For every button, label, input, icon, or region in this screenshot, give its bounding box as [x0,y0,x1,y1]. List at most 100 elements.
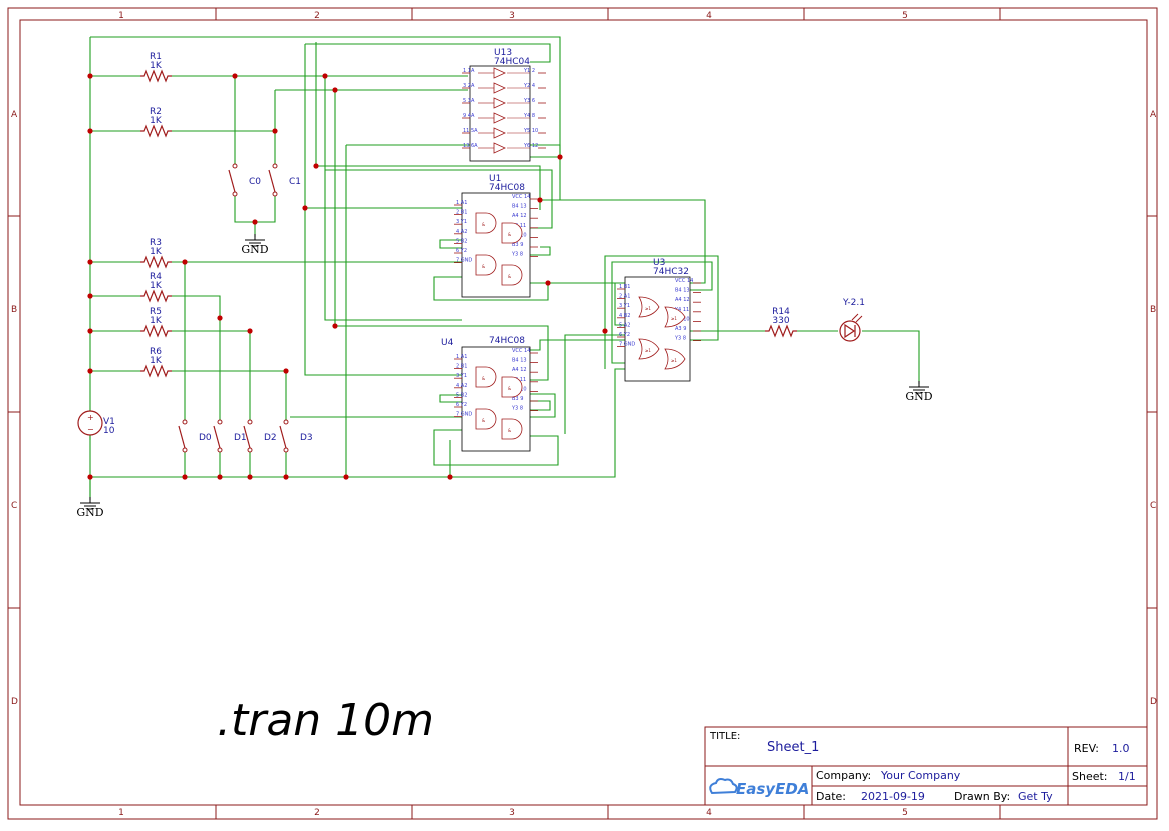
ic-pin-label: 2 A1 [619,294,630,300]
company-label: Company: [816,769,871,782]
gate-symbol: & [482,222,485,227]
easyeda-logo-text: EasyEDA [736,780,809,798]
switch-lever [268,169,276,193]
switch-contact [272,191,278,197]
switch-d2[interactable]: D2 [243,419,277,453]
frame-row-label-left: A [11,110,18,120]
title-label: TITLE: [709,731,740,742]
switch-label: C0 [249,177,261,187]
source-ref: V1 [103,417,115,427]
u4-ref: U4 [441,338,454,348]
switch-contact [283,419,289,425]
ic-pin-label: 7 GND [456,412,472,418]
ground-label: GND [76,506,103,519]
resistor-zigzag [140,289,172,303]
spice-directive[interactable]: .tran 10m [217,695,434,746]
ic-pin-label: 4 B2 [619,313,630,319]
resistor-value: 1K [150,281,163,291]
ic-pin-label: 1 1A [463,68,475,74]
junction-dot [87,474,93,480]
switch-d0[interactable]: D0 [178,419,212,453]
company-value: Your Company [880,769,961,782]
ground-symbol: GND [905,381,933,403]
or-gate-icon [664,306,686,328]
ic-pin-label: VCC 14 [675,278,693,284]
switch-lever [279,425,287,449]
ic-u3-74hc32[interactable]: U3 74HC32 1 B12 A13 Y14 B25 A26 Y27 GNDV… [617,258,701,382]
frame-col-label-top: 1 [118,11,124,21]
gate-symbol: & [482,418,485,423]
switch-label: D3 [300,433,313,443]
sheet-value: 1/1 [1118,770,1136,783]
ic-pin-label: VCC 14 [512,348,530,354]
switch-d3[interactable]: D3 [279,419,313,453]
date-label: Date: [816,790,846,803]
ic-pin-label: B4 13 [512,204,527,210]
led-light-icon [851,313,863,323]
ic-pin-label: 13 6A [463,143,478,149]
switch-label: C1 [289,177,301,187]
switch-contact [217,419,223,425]
u1-ref: U1 [489,174,501,184]
junction-dot [247,328,253,334]
frame-col-label-top: 5 [902,11,908,21]
ic-pin-label: 2 B1 [456,364,467,370]
ic-pin-label: A4 12 [675,297,690,303]
switch-lever [213,425,221,449]
resistor-value: 1K [150,247,163,257]
resistor-zigzag [140,324,172,338]
gate-symbol: ≥1 [645,348,651,353]
ic-pin-label: 1 A1 [456,354,467,360]
switch-lever [243,425,251,449]
resistor-ref: R6 [150,347,162,357]
resistor-value: 1K [150,116,163,126]
ic-u1-74hc08[interactable]: U1 74HC08 1 A12 B13 Y14 A25 B26 Y27 GNDV… [454,174,538,298]
junction-dot [602,328,608,334]
switch-lever [228,169,236,193]
frame-row-label-right: A [1150,110,1157,120]
ic-pin-label: A4 12 [512,367,527,373]
ic-u4-74hc08[interactable]: U4 74HC08 1 A12 B13 Y14 A25 B26 Y27 GNDV… [441,336,538,452]
frame-row-label-left: D [11,697,18,707]
ic-pin-label: 9 4A [463,113,475,119]
source-minus: − [87,425,94,434]
led-y-2-1[interactable]: Y-2.1 [839,298,865,342]
gate-symbol: ≥1 [671,358,677,363]
ic-pin-label: 11 5A [463,128,478,134]
switch-c0[interactable]: C0 [228,163,261,197]
source-value: 10 [103,426,115,436]
frame-col-label-bottom: 2 [314,808,320,818]
frame-col-label-bottom: 1 [118,808,124,818]
or-gate-icon [664,348,686,370]
ic-pin-label: 6 Y2 [619,332,630,338]
junction-dot [87,328,93,334]
junction-dot [302,205,308,211]
ic-pin-label: Y3 8 [674,336,686,342]
ground-symbol: GND [76,497,104,519]
junction-dot [537,197,543,203]
switch-contact [247,447,253,453]
ic-pin-label: 3 Y1 [456,373,467,379]
resistor-ref: R3 [150,238,162,248]
u1-value: 74HC08 [489,183,525,193]
switch-contact [182,447,188,453]
ic-pin-label: 5 A2 [619,322,630,328]
switch-d1[interactable]: D1 [213,419,247,453]
frame-row-label-left: C [11,501,17,511]
switch-c1[interactable]: C1 [268,163,301,197]
ic-pin-label: 1 A1 [456,200,467,206]
ic-pin-label: A4 12 [512,213,527,219]
resistor-ref: R4 [150,272,162,282]
